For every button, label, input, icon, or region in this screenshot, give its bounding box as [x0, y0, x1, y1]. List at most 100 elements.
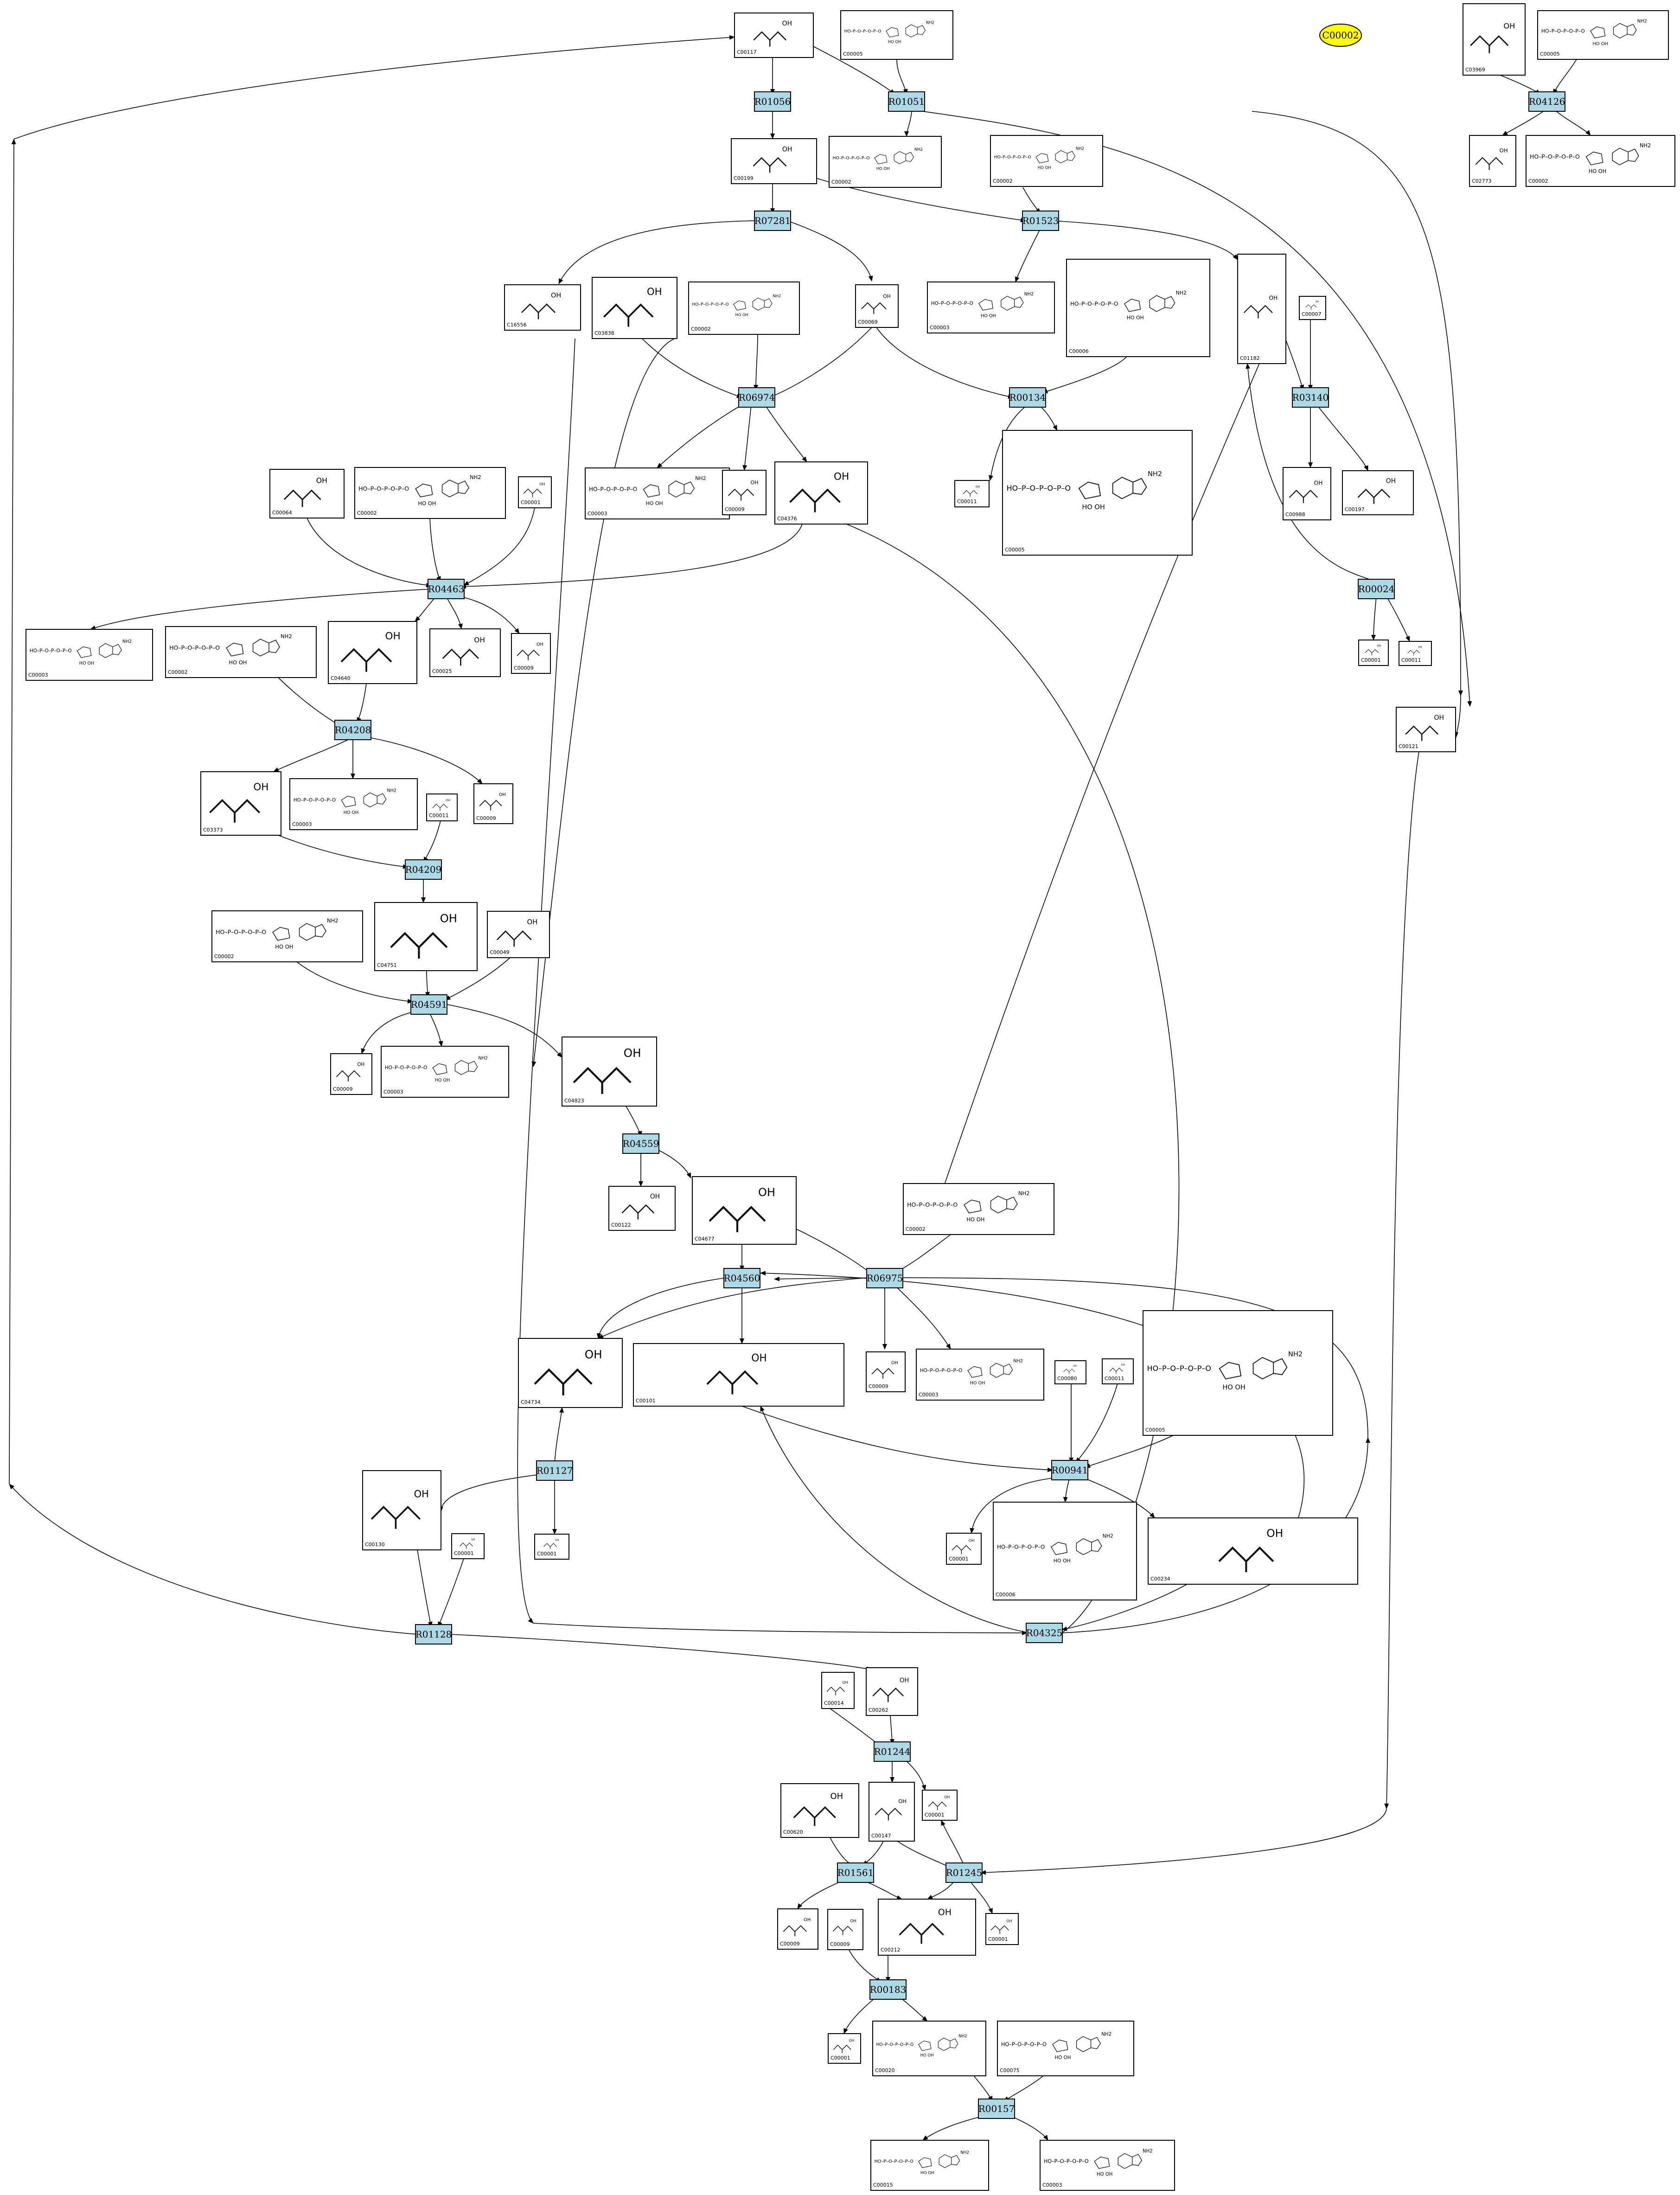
compound-node[interactable]: C00117 [734, 13, 814, 58]
compound-node[interactable]: C00005 [840, 10, 953, 60]
compound-node[interactable]: C00014 [821, 1672, 855, 1709]
compound-node[interactable]: C00001 [828, 2033, 861, 2064]
reaction-node[interactable]: R04209 [405, 859, 442, 880]
compound-node[interactable]: C00199 [731, 138, 817, 184]
reaction-node[interactable]: R06974 [738, 387, 775, 408]
compound-node[interactable]: C00006 [1066, 259, 1210, 357]
compound-node[interactable]: C00002 [903, 1183, 1054, 1235]
compound-node[interactable]: C00011 [954, 480, 990, 507]
compound-node[interactable]: C00009 [777, 1908, 818, 1950]
compound-node[interactable]: C00002 [990, 135, 1103, 187]
compound-node[interactable]: C04640 [328, 621, 417, 684]
reaction-node[interactable]: R00157 [978, 2099, 1015, 2119]
compound-node[interactable]: C00003 [927, 282, 1055, 333]
compound-node[interactable]: C00064 [269, 469, 345, 518]
compound-node[interactable]: C00130 [362, 1470, 441, 1550]
compound-node[interactable]: C03969 [1463, 3, 1526, 76]
compound-node[interactable]: C00075 [997, 2021, 1134, 2076]
compound-node[interactable]: C00002 [165, 626, 317, 678]
reaction-node[interactable]: R04208 [334, 720, 371, 740]
compound-node[interactable]: C00620 [780, 1783, 859, 1838]
reaction-node[interactable]: R07281 [754, 211, 791, 231]
compound-node[interactable]: C00002 [354, 467, 506, 519]
compound-node[interactable]: C00121 [1396, 707, 1456, 752]
compound-node[interactable]: C16556 [504, 284, 581, 331]
compound-node[interactable]: C00025 [429, 628, 501, 677]
compound-node[interactable]: C00003 [1040, 2140, 1175, 2191]
compound-node[interactable]: C00003 [381, 1046, 509, 1098]
reaction-node[interactable]: R04559 [622, 1133, 659, 1154]
compound-node[interactable]: C00009 [511, 633, 551, 674]
compound-node[interactable]: C00002 [829, 136, 942, 188]
highlight-node[interactable]: C00002 [1319, 24, 1362, 47]
compound-node[interactable]: C00003 [289, 778, 418, 830]
compound-node[interactable]: C00001 [534, 1534, 569, 1560]
compound-node[interactable]: C00006 [993, 1502, 1137, 1600]
compound-node[interactable]: C00001 [985, 1913, 1019, 1945]
compound-node[interactable]: C00009 [866, 1351, 906, 1392]
compound-node[interactable]: C00009 [722, 470, 767, 515]
compound-node[interactable]: C00988 [1283, 467, 1331, 520]
compound-node[interactable]: C03373 [200, 771, 281, 836]
reaction-node[interactable]: R01056 [754, 91, 791, 112]
reaction-node[interactable]: R00024 [1358, 579, 1395, 599]
compound-node[interactable]: C00001 [946, 1533, 982, 1565]
compound-node[interactable]: C04734 [518, 1338, 623, 1408]
compound-node[interactable]: C04751 [374, 902, 478, 971]
reaction-node[interactable]: R04560 [723, 1268, 760, 1288]
compound-node[interactable]: C00011 [426, 794, 458, 821]
compound-node[interactable]: C03838 [592, 277, 677, 339]
reaction-node[interactable]: R01523 [1022, 211, 1059, 231]
compound-node[interactable]: C00001 [451, 1533, 485, 1559]
compound-node[interactable]: C02773 [1469, 135, 1516, 187]
compound-node[interactable]: C00011 [1102, 1358, 1134, 1384]
compound-node[interactable]: C00015 [870, 2140, 989, 2191]
compound-node[interactable]: C00069 [855, 284, 899, 328]
reaction-node[interactable]: R00941 [1051, 1460, 1088, 1480]
compound-node[interactable]: C00009 [330, 1053, 372, 1095]
compound-node[interactable]: C00005 [1002, 430, 1193, 556]
compound-node[interactable]: C00049 [487, 911, 550, 958]
reaction-node[interactable]: R01244 [874, 1741, 911, 1762]
reaction-node[interactable]: R04325 [1026, 1623, 1063, 1643]
compound-node[interactable]: C04677 [692, 1176, 797, 1245]
compound-node[interactable]: C00020 [872, 2021, 986, 2076]
compound-node[interactable]: C00009 [827, 1909, 863, 1950]
compound-node[interactable]: C00001 [922, 1790, 958, 1821]
compound-node[interactable]: C00009 [473, 783, 513, 824]
compound-node[interactable]: C04376 [774, 461, 868, 525]
reaction-node[interactable]: R06975 [866, 1268, 903, 1288]
reaction-node[interactable]: R01127 [536, 1460, 573, 1481]
reaction-node[interactable]: R04591 [410, 994, 447, 1015]
reaction-node[interactable]: R01245 [945, 1862, 983, 1883]
compound-node[interactable]: C00005 [1143, 1310, 1333, 1436]
reaction-node[interactable]: R01561 [837, 1862, 874, 1883]
compound-node[interactable]: C00197 [1342, 470, 1414, 515]
compound-node[interactable]: C00002 [688, 282, 800, 335]
reaction-node[interactable]: R01128 [415, 1624, 452, 1645]
reaction-node[interactable]: R01051 [888, 91, 925, 112]
compound-node[interactable]: C00122 [608, 1186, 676, 1231]
reaction-node[interactable]: R04126 [1528, 91, 1565, 112]
compound-node[interactable]: C00262 [866, 1667, 918, 1716]
compound-node[interactable]: C01182 [1237, 254, 1286, 364]
compound-node[interactable]: C00101 [633, 1343, 844, 1407]
reaction-node[interactable]: R00134 [1009, 387, 1046, 408]
reaction-node[interactable]: R03140 [1292, 387, 1329, 408]
compound-node[interactable]: C00005 [1537, 10, 1669, 60]
compound-node[interactable]: C00234 [1148, 1517, 1358, 1585]
compound-node[interactable]: C00080 [1054, 1360, 1086, 1384]
compound-node[interactable]: C00001 [518, 476, 552, 508]
compound-node[interactable]: C00147 [869, 1782, 915, 1842]
reaction-node[interactable]: R00183 [869, 1979, 907, 2000]
compound-node[interactable]: C00003 [916, 1349, 1044, 1401]
compound-node[interactable]: C04823 [562, 1037, 657, 1107]
reaction-node[interactable]: R04463 [428, 579, 465, 599]
compound-node[interactable]: C00007 [1299, 296, 1326, 320]
compound-node[interactable]: C00011 [1399, 641, 1432, 666]
compound-node[interactable]: C00003 [26, 629, 153, 681]
compound-node[interactable]: C00002 [1526, 135, 1675, 187]
compound-node[interactable]: C00212 [878, 1899, 976, 1956]
compound-node[interactable]: C00002 [211, 910, 363, 962]
compound-node[interactable]: C00003 [585, 467, 730, 519]
